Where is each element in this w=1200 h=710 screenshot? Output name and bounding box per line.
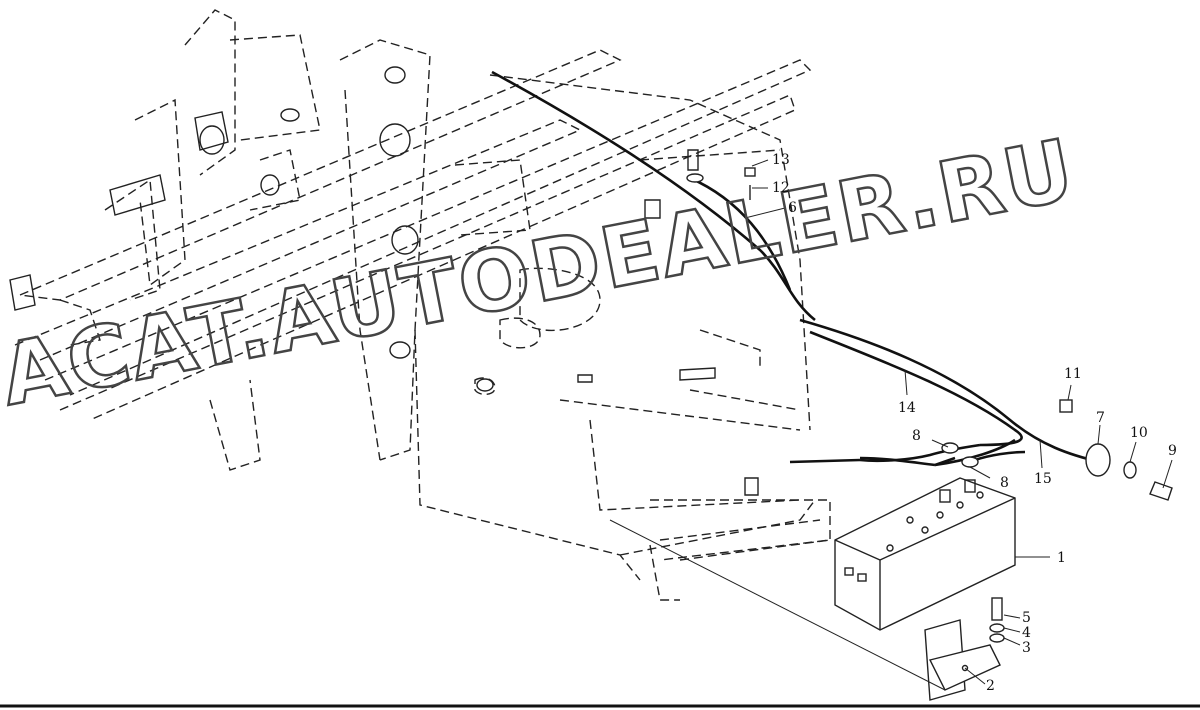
callout-11: 11 [1064,366,1082,382]
callout-4: 4 [1022,625,1031,641]
battery [834,477,1016,631]
callout-10: 10 [1130,425,1148,441]
callout-5: 5 [1022,610,1031,626]
callout-6: 6 [788,200,797,216]
leader-lines [609,159,1173,691]
frame-mounts [9,66,759,496]
callout-15: 15 [1034,471,1052,487]
cable-harness [491,70,1101,467]
callout-12: 12 [772,180,790,196]
callout-14: 14 [898,400,916,416]
chassis-frame [14,9,831,601]
callout-7: 7 [1096,410,1105,426]
callout-8a: 8 [912,428,921,444]
callout-9: 9 [1168,443,1177,459]
battery-terminals [941,442,979,468]
callout-1: 1 [1057,550,1066,566]
battery-switch [1059,399,1173,501]
fasteners-bottom [989,597,1005,643]
callout-8b: 8 [1000,475,1009,491]
callout-2: 2 [986,678,995,694]
callout-labels: 1 2 3 4 5 6 7 8 8 9 10 11 12 13 14 15 [772,152,1177,694]
callout-3: 3 [1022,640,1031,656]
callout-13: 13 [772,152,790,168]
fasteners-top [686,167,756,200]
watermark-text: ACAT.AUTODEALER.RU [0,120,1083,424]
bracket [924,619,1001,701]
